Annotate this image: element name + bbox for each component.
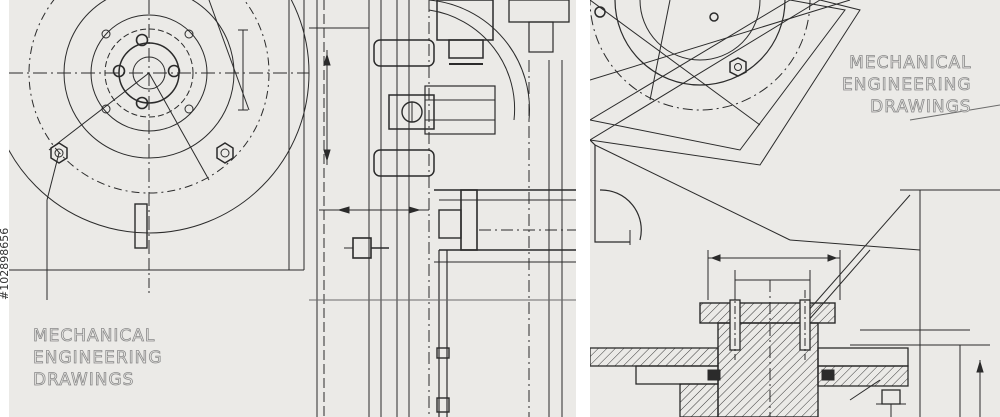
spindle-assembly <box>309 0 576 417</box>
rotated-flange-view <box>590 0 861 166</box>
flange-view <box>9 0 310 300</box>
caption-line-2: ENGINEERING <box>33 348 163 369</box>
caption-line-1: MECHANICAL <box>849 53 972 74</box>
section-view <box>590 104 1000 417</box>
caption-line-3: DRAWINGS <box>870 97 972 118</box>
right-technical-drawing <box>590 0 1000 417</box>
right-caption: MECHANICAL ENGINEERING DRAWINGS <box>842 52 972 118</box>
right-drawing-panel: MECHANICAL ENGINEERING DRAWINGS <box>590 0 1000 417</box>
left-caption: MECHANICAL ENGINEERING DRAWINGS <box>33 325 163 391</box>
stock-id-strip: #102898656 <box>0 0 11 417</box>
left-drawing-panel: MECHANICAL ENGINEERING DRAWINGS <box>9 0 576 417</box>
left-technical-drawing <box>9 0 576 417</box>
caption-line-1: MECHANICAL <box>33 326 156 347</box>
caption-line-2: ENGINEERING <box>842 75 972 96</box>
caption-line-3: DRAWINGS <box>33 370 135 391</box>
